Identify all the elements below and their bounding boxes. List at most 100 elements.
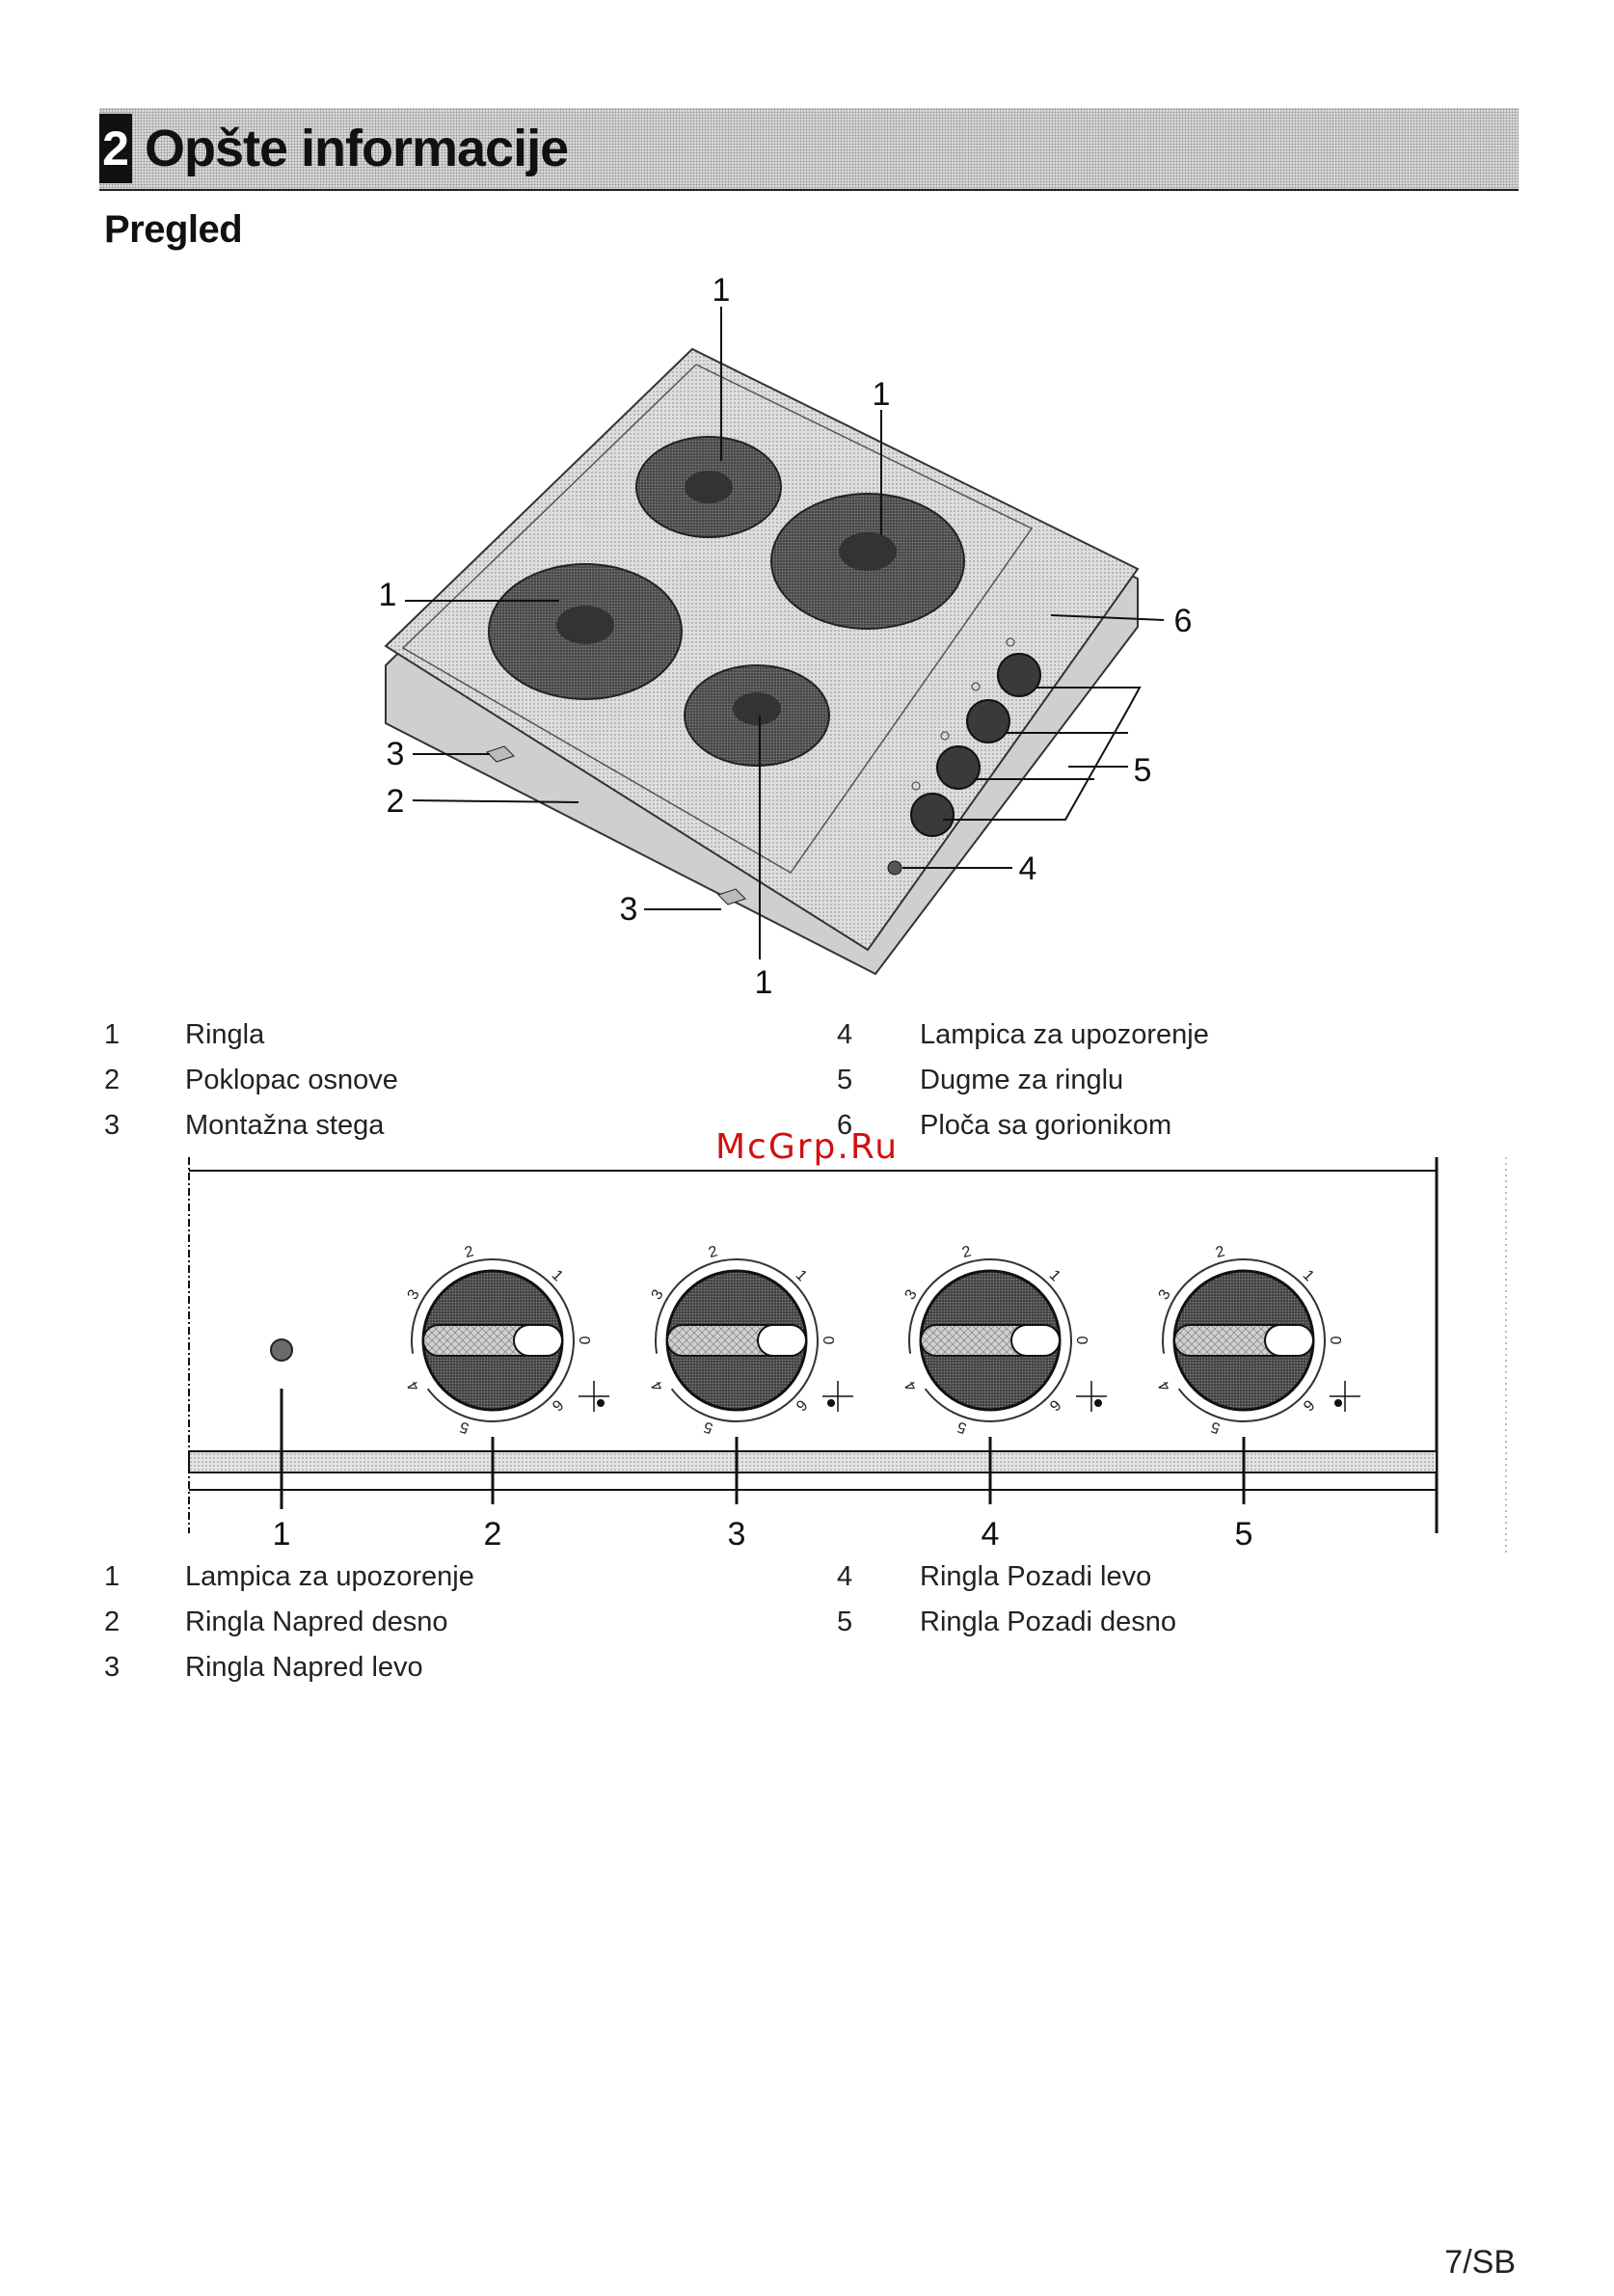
panel-callout-3: 3 bbox=[728, 1516, 746, 1553]
subheading: Pregled bbox=[104, 208, 243, 251]
dial-mark: 2 bbox=[1214, 1243, 1226, 1261]
dial-mark: 2 bbox=[707, 1243, 719, 1261]
panel-callout-2: 2 bbox=[484, 1516, 502, 1553]
dial-mark: 1 bbox=[793, 1267, 810, 1284]
legend-2-right: 4 Ringla Pozadi levo 5 Ringla Pozadi des… bbox=[837, 1560, 1415, 1676]
knob-4 bbox=[910, 781, 955, 837]
callout-2: 2 bbox=[387, 783, 405, 820]
callout-1-right: 1 bbox=[873, 376, 891, 413]
dial-mark: 5 bbox=[458, 1418, 471, 1436]
legend-text: Ploča sa gorionikom bbox=[920, 1110, 1172, 1141]
dial-mark: 0 bbox=[576, 1337, 592, 1345]
legend-number: 4 bbox=[837, 1561, 853, 1592]
legend-number: 2 bbox=[104, 1065, 121, 1095]
knob-scale-arc bbox=[1162, 1258, 1326, 1422]
legend-item: 2 Poklopac osnove bbox=[104, 1064, 683, 1096]
dial-mark: 6 bbox=[1300, 1396, 1317, 1414]
legend-item: 1 Lampica za upozorenje bbox=[104, 1560, 683, 1593]
callout-1-top: 1 bbox=[713, 272, 731, 309]
legend-number: 4 bbox=[837, 1019, 853, 1050]
legend-text: Ringla bbox=[185, 1019, 265, 1050]
knob-scale-arc bbox=[908, 1258, 1072, 1422]
legend-2-left: 1 Lampica za upozorenje 2 Ringla Napred … bbox=[104, 1560, 683, 1715]
legend-text: Lampica za upozorenje bbox=[185, 1561, 474, 1592]
section-title: Opšte informacije bbox=[145, 120, 569, 177]
callout-1-left: 1 bbox=[379, 577, 397, 613]
legend-text: Ringla Pozadi levo bbox=[920, 1561, 1152, 1592]
callout-1-bottom: 1 bbox=[755, 964, 773, 1001]
callout-5: 5 bbox=[1134, 752, 1152, 789]
hob-overview-figure: 1 1 1 1 6 5 4 3 2 3 bbox=[379, 272, 1193, 1001]
hob-plate bbox=[384, 347, 1140, 952]
callout-3-bottom: 3 bbox=[620, 891, 638, 928]
dial-mark: 0 bbox=[1073, 1337, 1089, 1345]
dial-mark: 1 bbox=[549, 1267, 566, 1284]
hotplate-back-left bbox=[635, 436, 782, 538]
dial-mark: 6 bbox=[549, 1396, 566, 1414]
legend-text: Ringla Napred desno bbox=[185, 1607, 448, 1637]
legend-item: 5 Dugme za ringlu bbox=[837, 1064, 1415, 1096]
knob-3 bbox=[936, 731, 981, 790]
legend-number: 5 bbox=[837, 1065, 853, 1095]
knob-2 bbox=[966, 682, 1010, 743]
mounting-clamp-bottom bbox=[717, 888, 746, 905]
dial-mark: 5 bbox=[955, 1418, 969, 1436]
hotplate-position-icon bbox=[822, 1381, 853, 1412]
dial-mark: 3 bbox=[649, 1287, 667, 1303]
legend-number: 6 bbox=[837, 1110, 853, 1141]
legend-1-right: 4 Lampica za upozorenje 5 Dugme za ringl… bbox=[837, 1018, 1415, 1173]
hotplate-front-right bbox=[684, 664, 830, 767]
legend-number: 1 bbox=[104, 1019, 121, 1050]
dial-mark: 0 bbox=[820, 1337, 836, 1345]
knob-pointer bbox=[513, 1324, 563, 1357]
legend-number: 1 bbox=[104, 1561, 121, 1592]
callout-6: 6 bbox=[1174, 603, 1193, 639]
knob-pointer bbox=[1010, 1324, 1061, 1357]
dial-mark: 4 bbox=[649, 1378, 667, 1393]
legend-item: 6 Ploča sa gorionikom bbox=[837, 1109, 1415, 1142]
knob-scale-arc bbox=[655, 1258, 819, 1422]
legend-number: 3 bbox=[104, 1652, 121, 1683]
dial-mark: 6 bbox=[1046, 1396, 1063, 1414]
warning-lamp bbox=[887, 860, 902, 876]
legend-item: 2 Ringla Napred desno bbox=[104, 1606, 683, 1638]
legend-item: 3 Ringla Napred levo bbox=[104, 1651, 683, 1684]
section-number: 2 bbox=[99, 114, 132, 183]
dial-mark: 2 bbox=[463, 1243, 475, 1261]
legend-text: Poklopac osnove bbox=[185, 1065, 398, 1095]
hotplate-position-icon bbox=[1330, 1381, 1360, 1412]
dial-mark: 1 bbox=[1046, 1267, 1063, 1284]
legend-text: Ringla Napred levo bbox=[185, 1652, 423, 1683]
hotplate-knob: 0 1 2 3 4 5 6 bbox=[902, 1243, 1107, 1436]
legend-item: 1 Ringla bbox=[104, 1018, 683, 1051]
dial-mark: 3 bbox=[902, 1287, 921, 1303]
knob-pointer bbox=[757, 1324, 807, 1357]
knob-pointer bbox=[1264, 1324, 1314, 1357]
dial-mark: 1 bbox=[1300, 1267, 1317, 1284]
panel-callout-5: 5 bbox=[1235, 1516, 1253, 1553]
dial-mark: 3 bbox=[405, 1287, 423, 1303]
page-number: 7/SB bbox=[1444, 2244, 1516, 2281]
legend-1-left: 1 Ringla 2 Poklopac osnove 3 Montažna st… bbox=[104, 1018, 683, 1173]
dial-mark: 2 bbox=[960, 1243, 973, 1261]
knob-1 bbox=[997, 637, 1041, 697]
section-header-bar bbox=[99, 108, 1519, 191]
dial-mark: 5 bbox=[1209, 1418, 1223, 1436]
legend-text: Montažna stega bbox=[185, 1110, 385, 1141]
dial-mark: 4 bbox=[902, 1378, 921, 1393]
dial-mark: 0 bbox=[1327, 1337, 1343, 1345]
legend-number: 2 bbox=[104, 1607, 121, 1637]
panel-callout-1: 1 bbox=[273, 1516, 291, 1553]
callout-3-left: 3 bbox=[387, 736, 405, 772]
mounting-clamp-left bbox=[486, 745, 515, 763]
legend-text: Lampica za upozorenje bbox=[920, 1019, 1209, 1050]
legend-item: 3 Montažna stega bbox=[104, 1109, 683, 1142]
panel-warning-lamp bbox=[270, 1338, 293, 1362]
knob-scale-arc bbox=[411, 1258, 575, 1422]
legend-text: Ringla Pozadi desno bbox=[920, 1607, 1177, 1637]
legend-item: 4 Ringla Pozadi levo bbox=[837, 1560, 1415, 1593]
hotplate-position-icon bbox=[1076, 1381, 1107, 1412]
